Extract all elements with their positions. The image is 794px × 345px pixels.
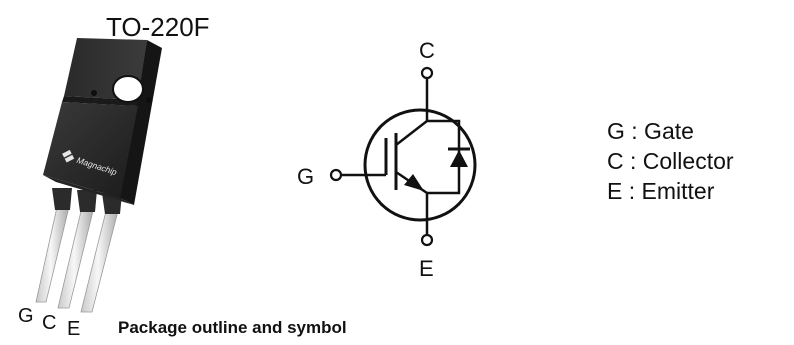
- symbol-label-e: E: [419, 256, 434, 281]
- mounting-hole: [112, 75, 144, 103]
- lead-label-e: E: [67, 318, 81, 340]
- legend-gate: G : Gate: [607, 118, 694, 144]
- figure-caption: Package outline and symbol: [118, 318, 347, 337]
- collector-terminal: [420, 66, 434, 80]
- symbol-label-c: C: [419, 38, 435, 63]
- legend-emitter: E : Emitter: [607, 178, 715, 204]
- package-body: [43, 102, 138, 198]
- legend-collector: C : Collector: [607, 148, 734, 174]
- pin-legend: G : Gate C : Collector E : Emitter: [607, 116, 734, 206]
- emitter-terminal: [420, 233, 434, 247]
- package-title: TO-220F: [106, 12, 210, 42]
- symbol-label-g: G: [297, 164, 315, 189]
- symbol-circle: [363, 108, 477, 222]
- lead-label-g: G: [18, 305, 34, 327]
- lead-label-c: C: [42, 312, 57, 334]
- gate-terminal: [329, 168, 343, 182]
- emitter-arrow: [404, 174, 424, 191]
- freewheel-diode: [448, 147, 470, 167]
